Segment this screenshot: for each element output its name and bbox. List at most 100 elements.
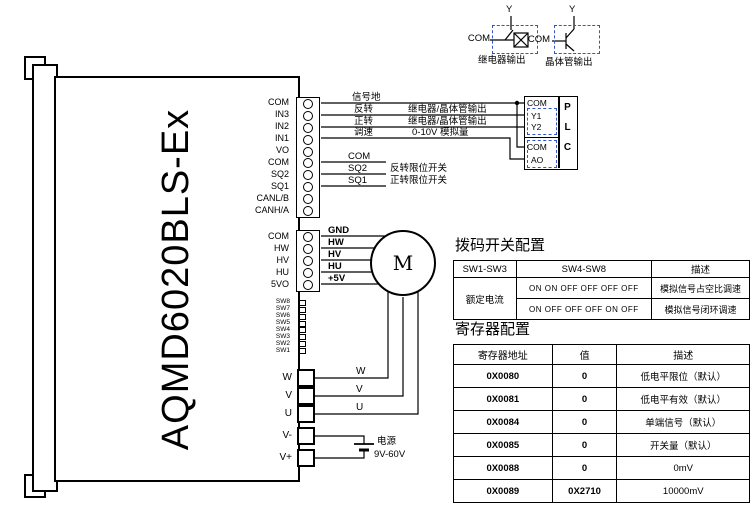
- plc-ao-box: [527, 140, 557, 168]
- phase-wire-label: U: [356, 402, 364, 413]
- signal-terminal-labels: COM IN3 IN2 IN1 VO COM SQ2 SQ1 CANL/B CA…: [198, 97, 294, 216]
- terminal-label: SQ1: [270, 180, 289, 191]
- terminal-pin: [303, 146, 313, 157]
- register-address: 0X0080: [453, 364, 553, 388]
- register-address: 0X0088: [453, 456, 553, 480]
- transistor-output-box: [554, 25, 600, 54]
- register-config: 寄存器配置 寄存器地址 值 描述 0X0080 0 低电平限位（默认） 0X00…: [453, 318, 750, 503]
- table-row: 0X0081 0 低电平有效（默认）: [453, 387, 750, 411]
- register-table-title: 寄存器配置: [455, 321, 531, 338]
- plc-letter: P: [564, 102, 571, 113]
- terminal-pin: [303, 280, 313, 290]
- terminal-label: IN1: [274, 133, 289, 144]
- register-desc: 0mV: [616, 456, 750, 480]
- terminal-pin: [303, 194, 313, 205]
- motor-label: M: [392, 251, 414, 275]
- dip-switch-label: SW2: [275, 340, 290, 348]
- forward-label: 正转: [354, 116, 374, 127]
- terminal-pin: [303, 158, 313, 169]
- register-value: 0: [551, 433, 618, 457]
- terminal-label: V-: [282, 430, 292, 441]
- terminal-label: 5VO: [270, 278, 289, 289]
- terminal-lug: [297, 405, 315, 423]
- register-header: 值: [551, 344, 618, 365]
- dip-header: 描述: [651, 260, 750, 278]
- relay-y-label: Y: [506, 4, 513, 15]
- dip-switch-table: SW1-SW3 SW4-SW8 描述 额定电流 ON ON OFF OFF OF…: [453, 260, 750, 320]
- hall-wire-label: +5V: [328, 273, 346, 284]
- register-value: 0: [551, 364, 618, 388]
- dip-table-title: 拨码开关配置: [455, 237, 546, 254]
- register-header: 描述: [616, 344, 750, 365]
- plc-divider: [524, 137, 558, 138]
- terminal-label: IN3: [274, 109, 289, 120]
- relay-transistor-output-label: 继电器/晶体管输出: [408, 104, 487, 115]
- transistor-com-label: COM: [527, 34, 550, 45]
- terminal-pin: [303, 232, 313, 242]
- table-row: 0X0088 0 0mV: [453, 456, 750, 480]
- terminal-lug: [297, 387, 315, 405]
- dip-header: SW4-SW8: [515, 260, 653, 278]
- terminal-label: HW: [274, 242, 289, 253]
- dip-switch-label: SW8: [275, 298, 290, 306]
- terminal-label: HU: [276, 266, 289, 277]
- phase-wire-label: W: [356, 366, 366, 377]
- plc-terminal: COM: [527, 142, 547, 152]
- relay-output-caption: 继电器输出: [478, 55, 526, 66]
- hall-wire-label: GND: [328, 225, 350, 236]
- table-row: 0X0080 0 低电平限位（默认）: [453, 364, 750, 388]
- terminal-lug: [297, 449, 315, 467]
- register-header: 寄存器地址: [453, 344, 553, 365]
- dip-row-label: 额定电流: [453, 277, 517, 320]
- analog-label: 0-10V 模拟量: [412, 127, 469, 138]
- plc-y-outputs-box: [527, 108, 557, 135]
- reverse-label: 反转: [354, 104, 374, 115]
- transistor-output-caption: 晶体管输出: [545, 57, 593, 68]
- forward-limit-label: 正转限位开关: [390, 175, 448, 186]
- signal-terminal-block: [296, 97, 320, 218]
- relay-output-box: [492, 25, 538, 54]
- dip-switch-label: SW5: [275, 319, 290, 327]
- terminal-label: U: [284, 408, 292, 419]
- register-desc: 10000mV: [616, 479, 750, 503]
- terminal-pin: [303, 205, 313, 216]
- dip-switch-block: [297, 300, 307, 354]
- register-address: 0X0081: [453, 387, 553, 411]
- sq1-wire-label: SQ1: [348, 175, 368, 186]
- terminal-label: CANL/B: [256, 192, 289, 203]
- plc-terminal: AO: [531, 155, 544, 165]
- terminal-label: V: [285, 390, 292, 401]
- dip-switch-desc: 模拟信号闭环调速: [651, 298, 750, 320]
- register-value: 0: [551, 410, 618, 434]
- relay-com-label: COM: [467, 33, 490, 44]
- register-value: 0: [551, 456, 618, 480]
- plc-terminal: Y2: [531, 122, 542, 132]
- power-supply-label: 电源: [377, 436, 397, 447]
- hall-wire-label: HW: [328, 237, 344, 248]
- register-desc: 单端信号（默认）: [616, 410, 750, 434]
- speed-label: 调速: [354, 127, 374, 138]
- plc-letter: L: [564, 122, 571, 133]
- plc-divider: [558, 96, 560, 168]
- relay-transistor-output-label: 继电器/晶体管输出: [408, 116, 487, 127]
- plc-box: [524, 96, 578, 170]
- terminal-label: SQ2: [270, 168, 289, 179]
- terminal-pin: [303, 244, 313, 254]
- register-desc: 低电平限位（默认）: [616, 364, 750, 388]
- terminal-label: CANH/A: [254, 204, 289, 215]
- terminal-pin: [303, 98, 313, 109]
- register-address: 0X0089: [453, 479, 553, 503]
- terminal-label: V+: [279, 452, 292, 463]
- transistor-y-label: Y: [569, 4, 576, 15]
- register-address: 0X0085: [453, 433, 553, 457]
- dip-switch-labels: SW8 SW7 SW6 SW5 SW4 SW3 SW2 SW1: [240, 299, 294, 355]
- dip-switch-config: 拨码开关配置 SW1-SW3 SW4-SW8 描述 额定电流 ON ON OFF…: [453, 234, 750, 320]
- register-desc: 低电平有效（默认）: [616, 387, 750, 411]
- sq2-wire-label: SQ2: [348, 163, 368, 174]
- dip-switch-label: SW4: [275, 326, 290, 334]
- terminal-pin: [303, 110, 313, 121]
- terminal-pin: [303, 122, 313, 133]
- dip-switch-desc: 模拟信号占空比调速: [651, 277, 750, 299]
- phase-wire-label: V: [356, 384, 363, 395]
